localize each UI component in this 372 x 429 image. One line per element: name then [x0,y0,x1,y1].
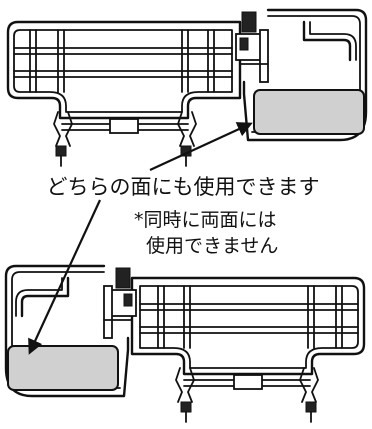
note-line-1: *同時に両面には [134,209,277,231]
top-bed-rail [6,8,368,167]
main-caption: どちらの面にも使用できます [47,175,320,199]
bottom-bed-rail [4,264,366,423]
bottom-panel [7,345,119,391]
top-panel [253,89,365,135]
arrow-to-top-panel [149,122,253,171]
arrow-to-bottom-panel [28,199,101,355]
note-line-2: 使用できません [146,235,278,257]
